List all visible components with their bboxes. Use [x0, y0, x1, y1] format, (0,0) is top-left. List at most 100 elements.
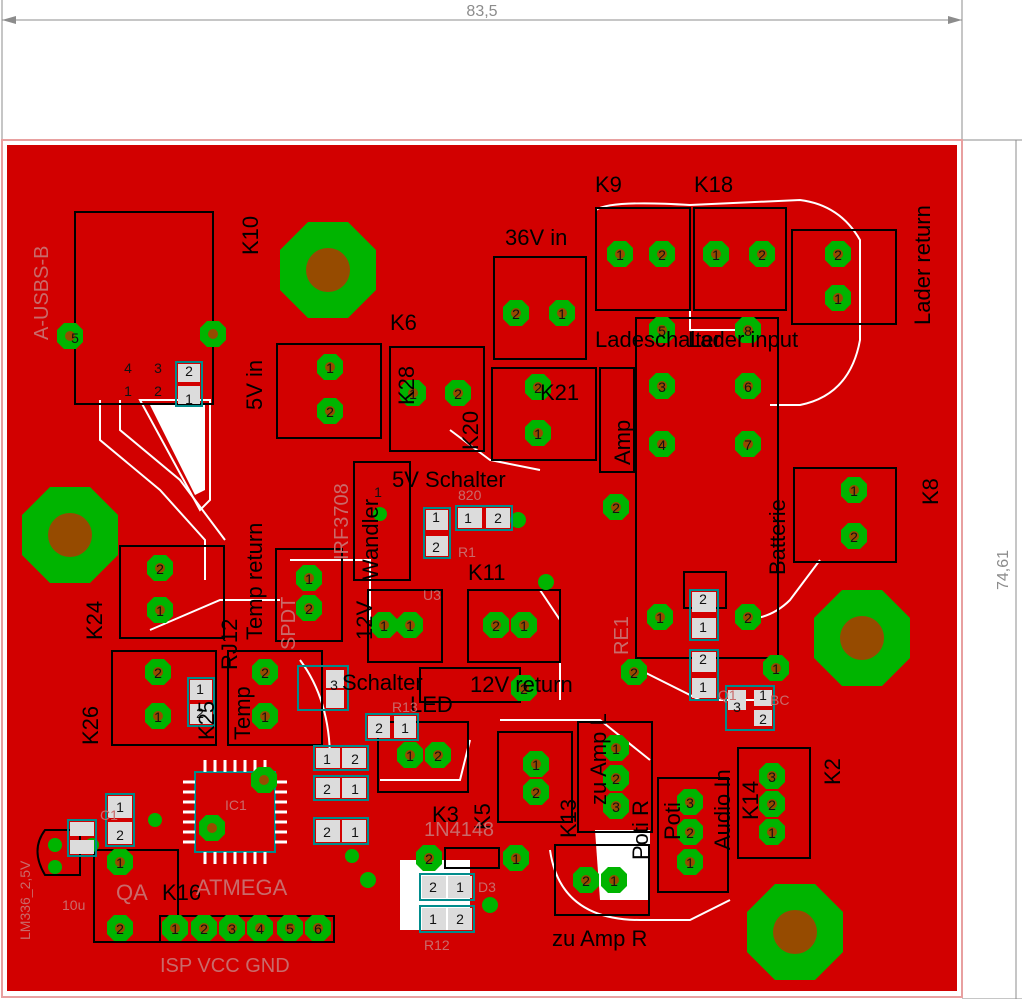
label-k9: K9	[595, 172, 622, 197]
pad-num: 2	[351, 751, 359, 767]
pad-num: 2	[116, 921, 124, 937]
label-k5: K5	[470, 803, 495, 830]
pad-num: 2	[758, 247, 766, 263]
pad-num: 1	[512, 851, 520, 867]
label-k16: K16	[162, 880, 201, 905]
pad-num: 1	[351, 781, 359, 797]
pad-num: 1	[699, 619, 707, 635]
pad-num: 1	[401, 720, 409, 736]
pad-num: 1	[406, 748, 414, 764]
label-qa: QA	[116, 880, 148, 905]
mounting-holes	[22, 222, 910, 980]
pad-num: 5	[286, 921, 294, 937]
ghost-r13: R13	[392, 699, 418, 715]
pad-num: 2	[116, 827, 124, 843]
pad-num: 1	[772, 661, 780, 677]
label-re1: RE1	[611, 616, 633, 655]
pad-num: 1	[156, 603, 164, 619]
pad-num: 1	[834, 291, 842, 307]
label-zu-amp-r: zu Amp R	[552, 926, 647, 951]
pad-num: 2	[532, 785, 540, 801]
label-poti: Poti	[660, 802, 685, 840]
pad-num: 1	[759, 687, 767, 703]
label-12v-return: 12V return	[470, 672, 573, 697]
label-k10: K10	[238, 216, 263, 255]
pad-num: 2	[699, 651, 707, 667]
pad-num: 6	[314, 921, 322, 937]
pad-num: 1	[351, 824, 359, 840]
mounting-hole-3	[814, 590, 910, 686]
pad-num: 2	[196, 705, 204, 721]
pad-num: 1	[116, 799, 124, 815]
pad-num: 2	[154, 383, 162, 399]
label-k2: K2	[820, 758, 845, 785]
label-lader-input: Lader input	[688, 327, 798, 352]
pad-num: 2	[156, 561, 164, 577]
pad-num: 3	[733, 699, 741, 715]
label-k20: K20	[458, 411, 483, 450]
smd-temp-sensor	[297, 665, 349, 711]
pad-num: 7	[744, 437, 752, 453]
pad-num: 1	[850, 483, 858, 499]
pad-num: 1	[305, 571, 313, 587]
pad-num: 1	[116, 855, 124, 871]
label-diode: 1N4148	[424, 819, 494, 841]
label-audio-in: Audio In	[710, 769, 735, 850]
pad-num: 2	[512, 306, 520, 322]
pad-num: 3	[768, 769, 776, 785]
pad-num: 2	[768, 797, 776, 813]
pad-num: 2	[699, 591, 707, 607]
pad-num: 2	[456, 911, 464, 927]
pad-num: 2	[744, 610, 752, 626]
smd-r12	[419, 905, 475, 933]
pad-num: 4	[256, 921, 264, 937]
mounting-hole-1	[280, 222, 376, 318]
lm336-outline	[36, 829, 81, 876]
pad-num: 1	[456, 879, 464, 895]
pad-num: 6	[744, 379, 752, 395]
pad-num: 2	[375, 720, 383, 736]
smd-usb-jumper	[175, 361, 203, 407]
pad-num: 1	[406, 618, 414, 634]
pad-num: 1	[610, 873, 618, 889]
smd-c1	[105, 793, 135, 847]
ghost-labels: R1 820 R12 R13 D3 C1 IC1 Q1 U3 BC 10u	[62, 487, 789, 953]
ghost-q1: Q1	[718, 687, 737, 703]
pad-num: 2	[305, 601, 313, 617]
pad-num: 1	[196, 681, 204, 697]
label-poti-r: Poti R	[628, 800, 653, 860]
label-rj12: RJ12	[217, 619, 242, 670]
pad-num: 1	[432, 509, 440, 525]
pad-num: 8	[744, 323, 752, 339]
smd-r1	[423, 507, 451, 559]
pad-num: 3	[154, 360, 162, 376]
label-k11: K11	[468, 560, 506, 585]
ghost-c1: C1	[100, 807, 118, 823]
pad-num: 1	[124, 383, 132, 399]
dimension-height: 74,61	[962, 139, 1022, 999]
board-outline	[1, 139, 963, 998]
label-k18: K18	[694, 172, 733, 197]
label-k25: K25	[194, 701, 219, 740]
ghost-r1: R1	[458, 544, 476, 560]
mounting-hole-4	[747, 884, 843, 980]
label-schalter: Schalter	[342, 670, 423, 695]
pad-num: 1	[171, 921, 179, 937]
pad-num: 1	[261, 709, 269, 725]
pad-num: 2	[326, 404, 334, 420]
pad-num: 2	[154, 665, 162, 681]
label-usb: A-USBS-B	[31, 246, 53, 340]
pad-num: 1	[374, 484, 382, 500]
ghost-ic: IC1	[225, 797, 247, 813]
ghost-bc: BC	[770, 692, 789, 708]
pad-num: 1	[532, 757, 540, 773]
smd-c3	[313, 775, 369, 801]
pad-num: 2	[185, 363, 193, 379]
label-5v-in: 5V in	[242, 360, 267, 410]
label-ladeschalter: Ladeschalter	[595, 327, 721, 352]
smd-q1	[725, 685, 775, 731]
pad-num: 2	[261, 665, 269, 681]
label-k24: K24	[82, 601, 107, 640]
